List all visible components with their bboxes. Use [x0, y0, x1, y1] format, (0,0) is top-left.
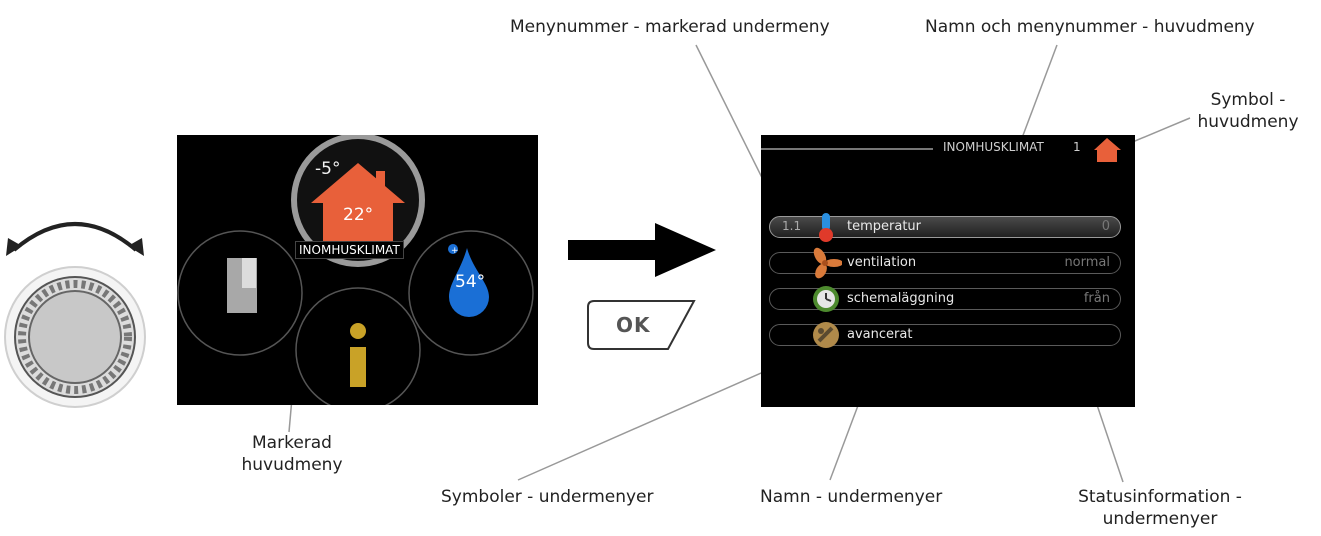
submenu-status: normal — [1064, 255, 1110, 270]
fan-icon — [813, 247, 842, 279]
submenu-row-schemalaggning[interactable]: schemaläggning från — [769, 286, 1121, 312]
submenu-row-avancerat[interactable]: avancerat — [769, 322, 1121, 348]
submenu-status: 0 — [1101, 219, 1110, 234]
caption-status-line2: undermenyer — [1102, 509, 1218, 529]
submenu-name: temperatur — [847, 219, 922, 234]
selected-menu-label: INOMHUSKLIMAT — [295, 241, 404, 259]
outdoor-temp: -5° — [315, 159, 341, 179]
caption-status: Statusinformation - undermenyer — [1070, 486, 1250, 530]
rotate-arrow-icon — [6, 222, 144, 256]
caption-status-line1: Statusinformation - — [1078, 487, 1242, 507]
tools-icon — [813, 322, 839, 348]
submenu-name: avancerat — [847, 327, 913, 342]
main-menu-graphics: + — [177, 135, 534, 405]
indoor-temp: 22° — [343, 205, 374, 225]
control-knob[interactable] — [0, 210, 150, 425]
caption-markerad-line1: Markerad — [252, 433, 332, 453]
ok-button-shape — [587, 300, 696, 350]
svg-text:+: + — [451, 246, 459, 256]
submenu-row-ventilation[interactable]: ventilation normal — [769, 247, 1121, 279]
caption-symbol-line1: Symbol - — [1210, 90, 1286, 110]
ok-button[interactable]: OK — [616, 313, 651, 337]
clock-icon — [813, 286, 839, 312]
sub-menu-screen: INOMHUSKLIMAT 1 1.1 temperatur 0 ventila… — [761, 135, 1135, 407]
main-menu-number: 1 — [1073, 140, 1081, 154]
submenu-name: schemaläggning — [847, 291, 955, 306]
main-menu-name: INOMHUSKLIMAT — [943, 140, 1044, 154]
leader-namn-huvudmeny — [1021, 44, 1058, 139]
caption-namn-undermenyer: Namn - undermenyer — [760, 487, 943, 507]
pool-icon — [227, 258, 257, 313]
info-icon — [350, 323, 366, 387]
topbar-line — [761, 148, 933, 150]
water-drop-icon: + — [448, 244, 489, 317]
hot-water-temp: 54° — [455, 272, 486, 292]
caption-symbol: Symbol - huvudmeny — [1188, 89, 1308, 133]
caption-symboler: Symboler - undermenyer — [441, 487, 654, 507]
submenu-number: 1.1 — [782, 219, 802, 233]
thermometer-icon — [819, 213, 833, 242]
submenu-name: ventilation — [847, 255, 917, 270]
arrow-right-icon — [568, 223, 716, 277]
caption-markerad: Markerad huvudmeny — [222, 432, 362, 476]
house-icon — [311, 163, 405, 247]
caption-namn-huvudmeny: Namn och menynummer - huvudmeny — [925, 17, 1255, 37]
submenu-row-temperatur[interactable]: 1.1 temperatur 0 — [769, 213, 1121, 242]
caption-symbol-line2: huvudmeny — [1197, 112, 1299, 132]
house-icon — [1094, 138, 1121, 162]
caption-markerad-line2: huvudmeny — [241, 455, 343, 475]
main-menu-screen: + -5° 22° INOMHUSKLIMAT 54° — [177, 135, 538, 405]
submenu-status: från — [1083, 291, 1110, 306]
caption-menynummer: Menynummer - markerad undermeny — [510, 17, 830, 37]
